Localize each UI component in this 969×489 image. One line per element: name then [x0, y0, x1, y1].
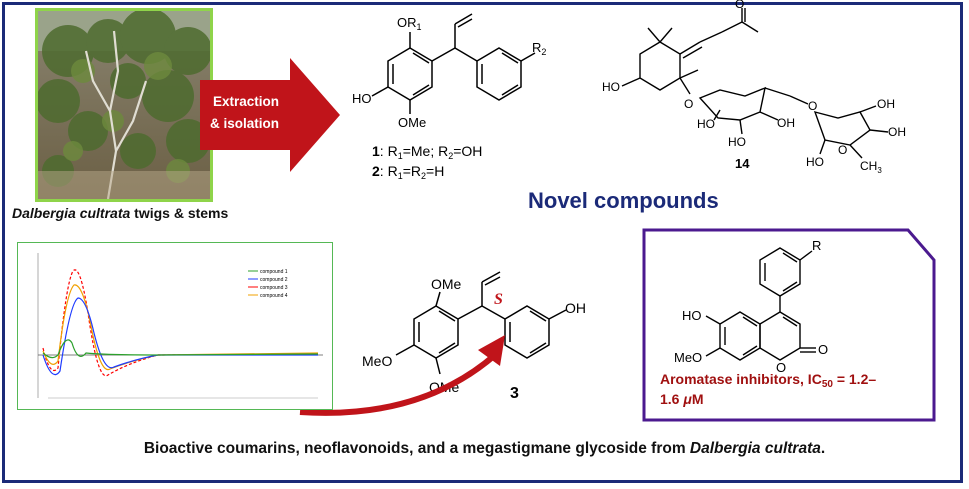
aromatase-text-2: 1.6 μM [660, 391, 703, 407]
plant-photo [35, 8, 213, 202]
compound-14-labels: O HO O HO HO OH O OH OH HO O CH3 14 [602, 0, 906, 175]
cd-legend: compound 1 compound 2 compound 3 compoun… [248, 269, 288, 299]
compound-14-structure [621, 8, 889, 159]
cd-curve-red [42, 269, 319, 377]
or1-label: OR1 [397, 15, 422, 32]
c14-o-glyco: O [684, 97, 693, 111]
coumarin-labels: R HO MeO O O [674, 238, 828, 375]
c3-meo-left: MeO [362, 353, 392, 369]
c14-oh-1: OH [777, 116, 795, 130]
c14-ho-1: HO [697, 117, 715, 131]
compound-12-structure [371, 13, 536, 114]
coumarin-ho: HO [682, 308, 702, 323]
compound-3-number: 3 [510, 385, 519, 402]
extraction-arrow [200, 58, 340, 172]
r2-label: R2 [532, 40, 546, 57]
footer-text: Bioactive coumarins, neoflavonoids, and … [143, 440, 690, 457]
c14-o-link: O [808, 99, 817, 113]
c14-o-ketone: O [735, 0, 744, 11]
aromatase-text-1: Aromatase inhibitors, IC50 = 1.2– [660, 371, 876, 390]
c14-oh-3: OH [888, 125, 906, 139]
cd-legend-3: compound 3 [260, 285, 288, 291]
c14-oh-2: OH [877, 97, 895, 111]
cd-spectrum-plot: compound 1 compound 2 compound 3 compoun… [37, 253, 323, 399]
photo-caption: Dalbergia cultrata twigs & stems [12, 205, 228, 221]
footer-species: Dalbergia cultrata [689, 440, 821, 457]
ho-label: HO [352, 91, 372, 106]
coumarin-r: R [812, 238, 821, 253]
cd-legend-4: compound 4 [260, 293, 288, 299]
compound-1-definition: 1: R1=Me; R2=OH [372, 143, 482, 161]
ome-label: OMe [398, 115, 426, 130]
c14-ch3: CH3 [860, 159, 882, 175]
aromatase-border [642, 228, 936, 422]
aromatase-panel-frame: R HO MeO O O Aromatase inhibitors, IC50 … [642, 228, 936, 422]
arrow-label-1: Extraction [213, 94, 279, 109]
compound-12-labels: OR1 HO OMe R2 1: R1=Me; R2=OH 2: R1=R2=H [352, 15, 546, 181]
coumarin-meo: MeO [674, 350, 702, 365]
compound-3-structure [395, 271, 567, 375]
coumarin-structure [705, 247, 816, 361]
cd-curve-green [42, 339, 319, 359]
footer-caption: Bioactive coumarins, neoflavonoids, and … [0, 440, 969, 458]
plant-photo-image [38, 11, 210, 199]
c14-ho-2: HO [728, 135, 746, 149]
c3-oh: OH [565, 300, 586, 316]
coumarin-ring-o: O [776, 360, 786, 375]
c14-ho-3: HO [806, 155, 824, 169]
compound-2-definition: 2: R1=R2=H [372, 163, 444, 181]
c3-stereo-label: S [494, 291, 503, 308]
footer-end: . [820, 440, 826, 457]
c3-ome-top: OMe [431, 276, 462, 292]
cd-legend-2: compound 2 [260, 277, 288, 283]
cd-curve-blue [42, 297, 318, 376]
cd-spectrum-panel: compound 1 compound 2 compound 3 compoun… [17, 242, 333, 410]
c14-o-ring: O [838, 143, 847, 157]
cd-legend-1: compound 1 [260, 269, 288, 275]
cd-to-compound-arrow [299, 352, 497, 416]
coumarin-carbonyl-o: O [818, 342, 828, 357]
arrow-label-2: & isolation [210, 116, 279, 131]
aromatase-panel: R HO MeO O O Aromatase inhibitors, IC50 … [640, 226, 938, 424]
compound-14-number: 14 [735, 156, 750, 171]
novel-compounds-label: Novel compounds [528, 188, 719, 213]
compound-3-labels: OMe MeO OMe OH S 3 [362, 276, 586, 402]
cd-arrow-head [478, 335, 505, 366]
photo-caption-species: Dalbergia cultrata [12, 205, 131, 221]
c14-ho-ring: HO [602, 80, 620, 94]
photo-caption-rest: twigs & stems [130, 205, 229, 221]
